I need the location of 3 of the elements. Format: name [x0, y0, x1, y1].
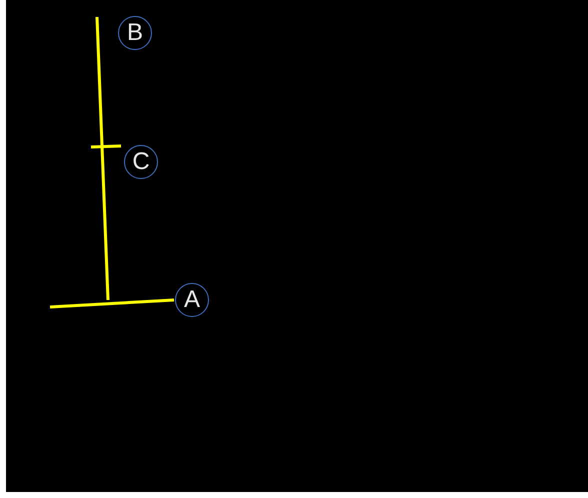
point-marker: B	[118, 16, 152, 50]
point-marker: C	[124, 145, 158, 179]
point-marker: A	[175, 283, 209, 317]
